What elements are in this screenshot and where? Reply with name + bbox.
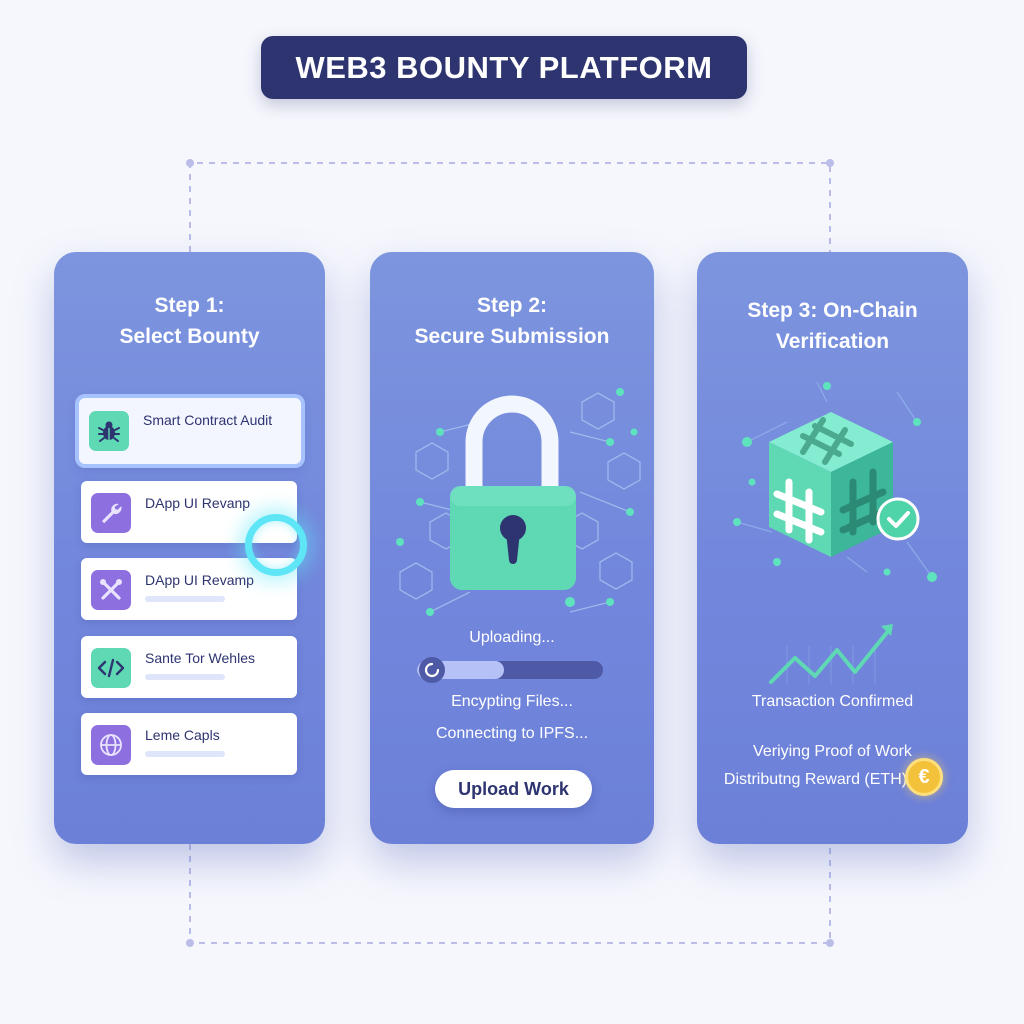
step-2-panel: Step 2: Secure Submission Uploading... — [370, 252, 654, 844]
transaction-confirmed-label: Transaction Confirmed — [751, 693, 914, 710]
padlock-icon — [396, 388, 641, 616]
step-1-title: Step 1: Select Bounty — [54, 290, 325, 352]
bounty-item-label: DApp UI Revamp — [145, 572, 254, 588]
step-1-title-line2: Select Bounty — [119, 325, 260, 348]
encrypting-status: Encypting Files... — [451, 693, 573, 710]
placeholder-bar — [145, 751, 225, 757]
bounty-item-sante-tor-wehles[interactable]: Sante Tor Wehles — [81, 636, 297, 698]
step-3-title: Step 3: On-Chain Verification — [697, 295, 968, 357]
spinner-icon — [419, 657, 445, 683]
distributing-status: Distributng Reward (ETH) — [723, 771, 908, 788]
placeholder-bar — [145, 674, 225, 680]
ipfs-status: Connecting to IPFS... — [435, 725, 589, 742]
wrench-icon — [91, 493, 131, 533]
step-2-title-line2: Secure Submission — [414, 325, 610, 348]
bounty-item-leme-capls[interactable]: Leme Capls — [81, 713, 297, 775]
coin-icon: € — [905, 758, 943, 796]
placeholder-bar — [145, 596, 225, 602]
trend-line-icon — [769, 624, 893, 684]
uploading-label: Uploading... — [469, 629, 555, 646]
verifying-status: Veriying Proof of Work — [753, 743, 912, 760]
upload-work-button[interactable]: Upload Work — [435, 770, 592, 808]
bounty-item-label: DApp UI Revanp — [145, 495, 251, 511]
step-2-title: Step 2: Secure Submission — [370, 290, 654, 352]
step-1-title-line1: Step 1: — [154, 294, 225, 317]
bounty-item-label: Smart Contract Audit — [143, 412, 273, 428]
bounty-item-smart-contract-audit[interactable]: Smart Contract Audit — [79, 398, 301, 464]
bounty-item-dapp-ui-revanp[interactable]: DApp UI Revanp — [81, 481, 297, 543]
step-1-panel: Step 1: Select Bounty Smart Contract Aud… — [54, 252, 325, 844]
step-3-title-line2: Verification — [775, 330, 890, 353]
step-3-title-line1: Step 3: On-Chain — [747, 299, 918, 322]
step-3-panel: Step 3: On-Chain Verification — [697, 252, 968, 844]
click-cursor-ring — [245, 514, 307, 576]
bug-icon — [89, 411, 129, 451]
bounty-item-label: Leme Capls — [145, 727, 220, 743]
code-icon — [91, 648, 131, 688]
globe-icon — [91, 725, 131, 765]
step-2-title-line1: Step 2: — [476, 294, 547, 317]
hash-block-icon — [733, 382, 937, 582]
page-title: WEB3 BOUNTY PLATFORM — [261, 36, 747, 99]
bounty-item-label: Sante Tor Wehles — [145, 650, 255, 666]
crossed-tools-icon — [91, 570, 131, 610]
